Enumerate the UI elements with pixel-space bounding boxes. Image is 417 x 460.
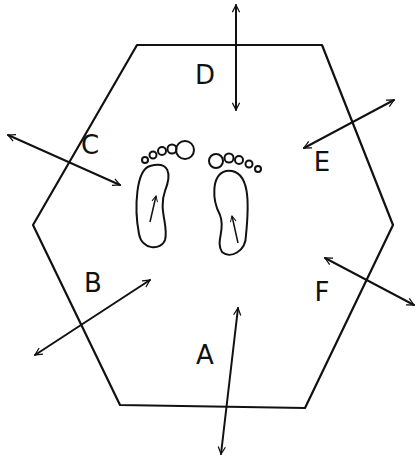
arrow-a xyxy=(221,308,238,454)
left-toe xyxy=(168,145,177,154)
right-big-toe xyxy=(209,154,223,168)
right-toe xyxy=(246,161,253,168)
arrow-e xyxy=(304,100,394,148)
right-toe xyxy=(255,166,261,172)
arrow-f xyxy=(325,258,414,305)
left-big-toe xyxy=(176,141,194,159)
right-toe xyxy=(235,156,243,164)
right-foot-sole xyxy=(214,171,247,255)
arrow-c xyxy=(8,135,120,185)
direction-letter: F xyxy=(315,279,330,305)
direction-letter: C xyxy=(81,132,99,158)
direction-arrows xyxy=(8,5,414,454)
direction-letter: D xyxy=(195,62,215,88)
left-toe xyxy=(142,157,148,163)
left-foot-arrow xyxy=(150,196,156,222)
arrow-d xyxy=(235,5,237,110)
left-foot-sole xyxy=(137,165,169,247)
left-toe xyxy=(150,152,157,159)
direction-letter: E xyxy=(314,149,330,175)
direction-letter: A xyxy=(196,342,214,368)
right-foot-arrow xyxy=(232,216,238,243)
right-toe xyxy=(225,154,234,163)
left-toe xyxy=(158,147,166,155)
hexagon-outline xyxy=(33,45,393,408)
direction-letter: B xyxy=(84,270,102,296)
footprints xyxy=(137,141,261,255)
